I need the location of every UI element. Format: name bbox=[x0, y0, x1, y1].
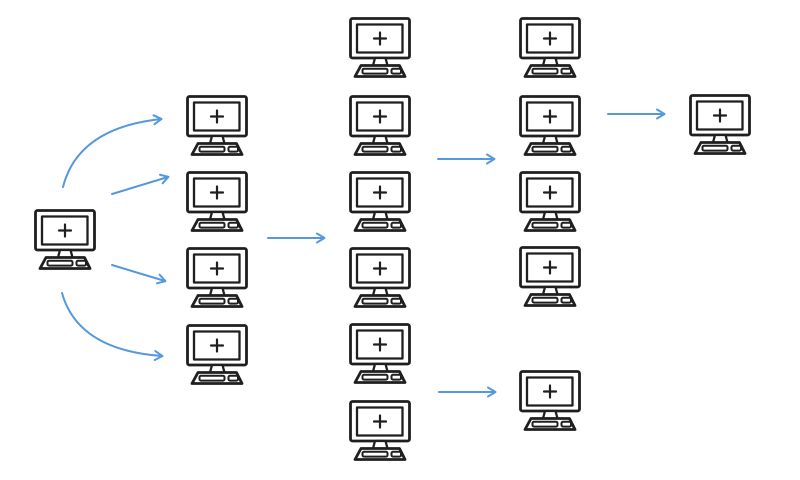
computer-node-c2-1 bbox=[186, 95, 248, 156]
computer-node-c3-5 bbox=[349, 323, 411, 384]
arrows-layer bbox=[61, 108, 666, 398]
computer-node-c4-2 bbox=[519, 95, 581, 156]
flow-arrow-arrow-2 bbox=[111, 173, 170, 195]
computer-node-c3-6 bbox=[349, 400, 411, 461]
computer-node-c4-3 bbox=[519, 171, 581, 232]
computer-node-c2-3 bbox=[186, 247, 248, 308]
computer-node-c4-5 bbox=[519, 370, 581, 431]
computer-node-c1-1 bbox=[34, 209, 96, 270]
flow-arrow-arrow-4 bbox=[61, 292, 164, 361]
computer-node-c3-3 bbox=[349, 171, 411, 232]
computer-node-c3-2 bbox=[349, 95, 411, 156]
computer-node-c4-1 bbox=[519, 17, 581, 78]
computer-node-c5-1 bbox=[689, 94, 751, 155]
nodes-layer bbox=[34, 17, 751, 461]
computer-node-c3-4 bbox=[349, 247, 411, 308]
computer-node-c2-4 bbox=[186, 324, 248, 385]
flow-arrow-arrow-3 bbox=[111, 264, 167, 285]
flow-arrow-arrow-1 bbox=[62, 114, 163, 188]
computer-node-c4-4 bbox=[519, 246, 581, 307]
computer-node-c2-2 bbox=[186, 171, 248, 232]
computer-node-c3-1 bbox=[349, 17, 411, 78]
